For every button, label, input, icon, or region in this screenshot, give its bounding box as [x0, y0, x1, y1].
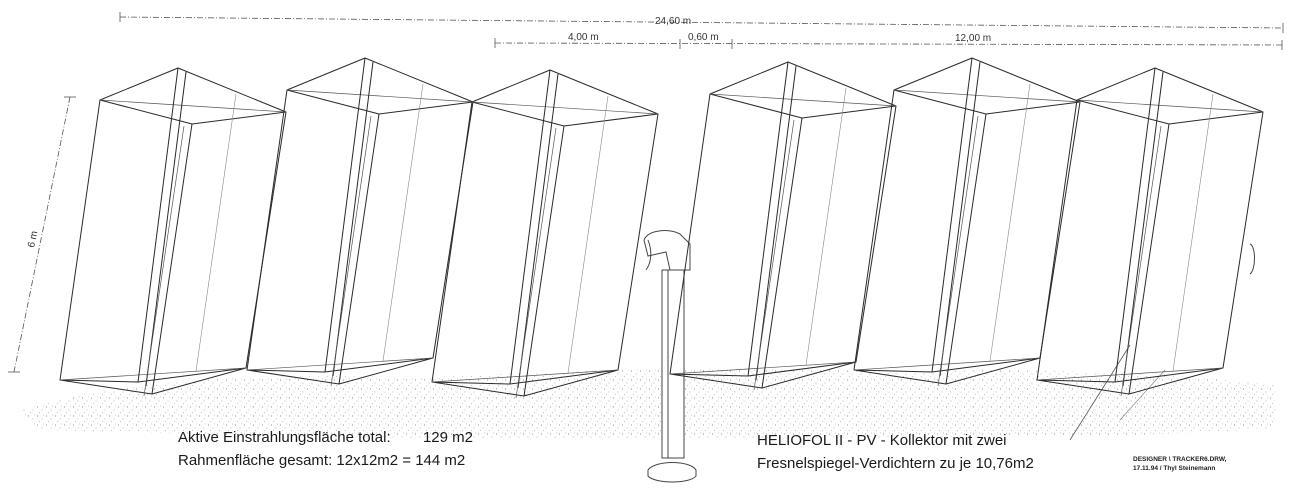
- dimension-half-span-label: 12,00 m: [955, 33, 991, 44]
- caption-collector-title: HELIOFOL II - PV - Kollektor mit zwei: [757, 432, 1007, 449]
- dimension-total-width: [119, 12, 1284, 33]
- dimension-height: [8, 96, 76, 373]
- drawing-credit-line1: DESIGNER \ TRACKER6.DRW,: [1133, 456, 1227, 463]
- dimension-sub-widths: [494, 38, 1283, 50]
- caption-active-area-value: 129 m2: [422, 429, 474, 446]
- dimension-gap-label: 0,60 m: [688, 32, 719, 43]
- collector-array: [59, 57, 1264, 399]
- dimension-total-label: 24,60 m: [655, 16, 691, 27]
- support-pole: [643, 230, 697, 483]
- collector-frame: [431, 69, 659, 399]
- caption-collector-detail: Fresnelspiegel-Verdichtern zu je 10,76m2: [757, 455, 1034, 472]
- side-bracket: [1249, 243, 1255, 275]
- collector-frame: [59, 67, 287, 397]
- collector-frame: [1036, 67, 1264, 397]
- collector-frame: [246, 57, 474, 387]
- ground-area: [20, 369, 1275, 439]
- caption-active-area-label: Aktive Einstrahlungsfläche total:: [178, 429, 391, 446]
- drawing-credit-line2: 17.11.94 / Thyl Steinemann: [1133, 465, 1216, 472]
- dimension-height-label: 6 m: [26, 230, 40, 249]
- leader-line: [1069, 344, 1131, 441]
- caption-active-area: Aktive Einstrahlungsfläche total: 129 m2: [178, 428, 473, 448]
- collector-frame: [669, 61, 897, 391]
- dimension-frame-label: 4,00 m: [568, 32, 599, 43]
- caption-frame-area: Rahmenfläche gesamt: 12x12m2 = 144 m2: [178, 452, 466, 469]
